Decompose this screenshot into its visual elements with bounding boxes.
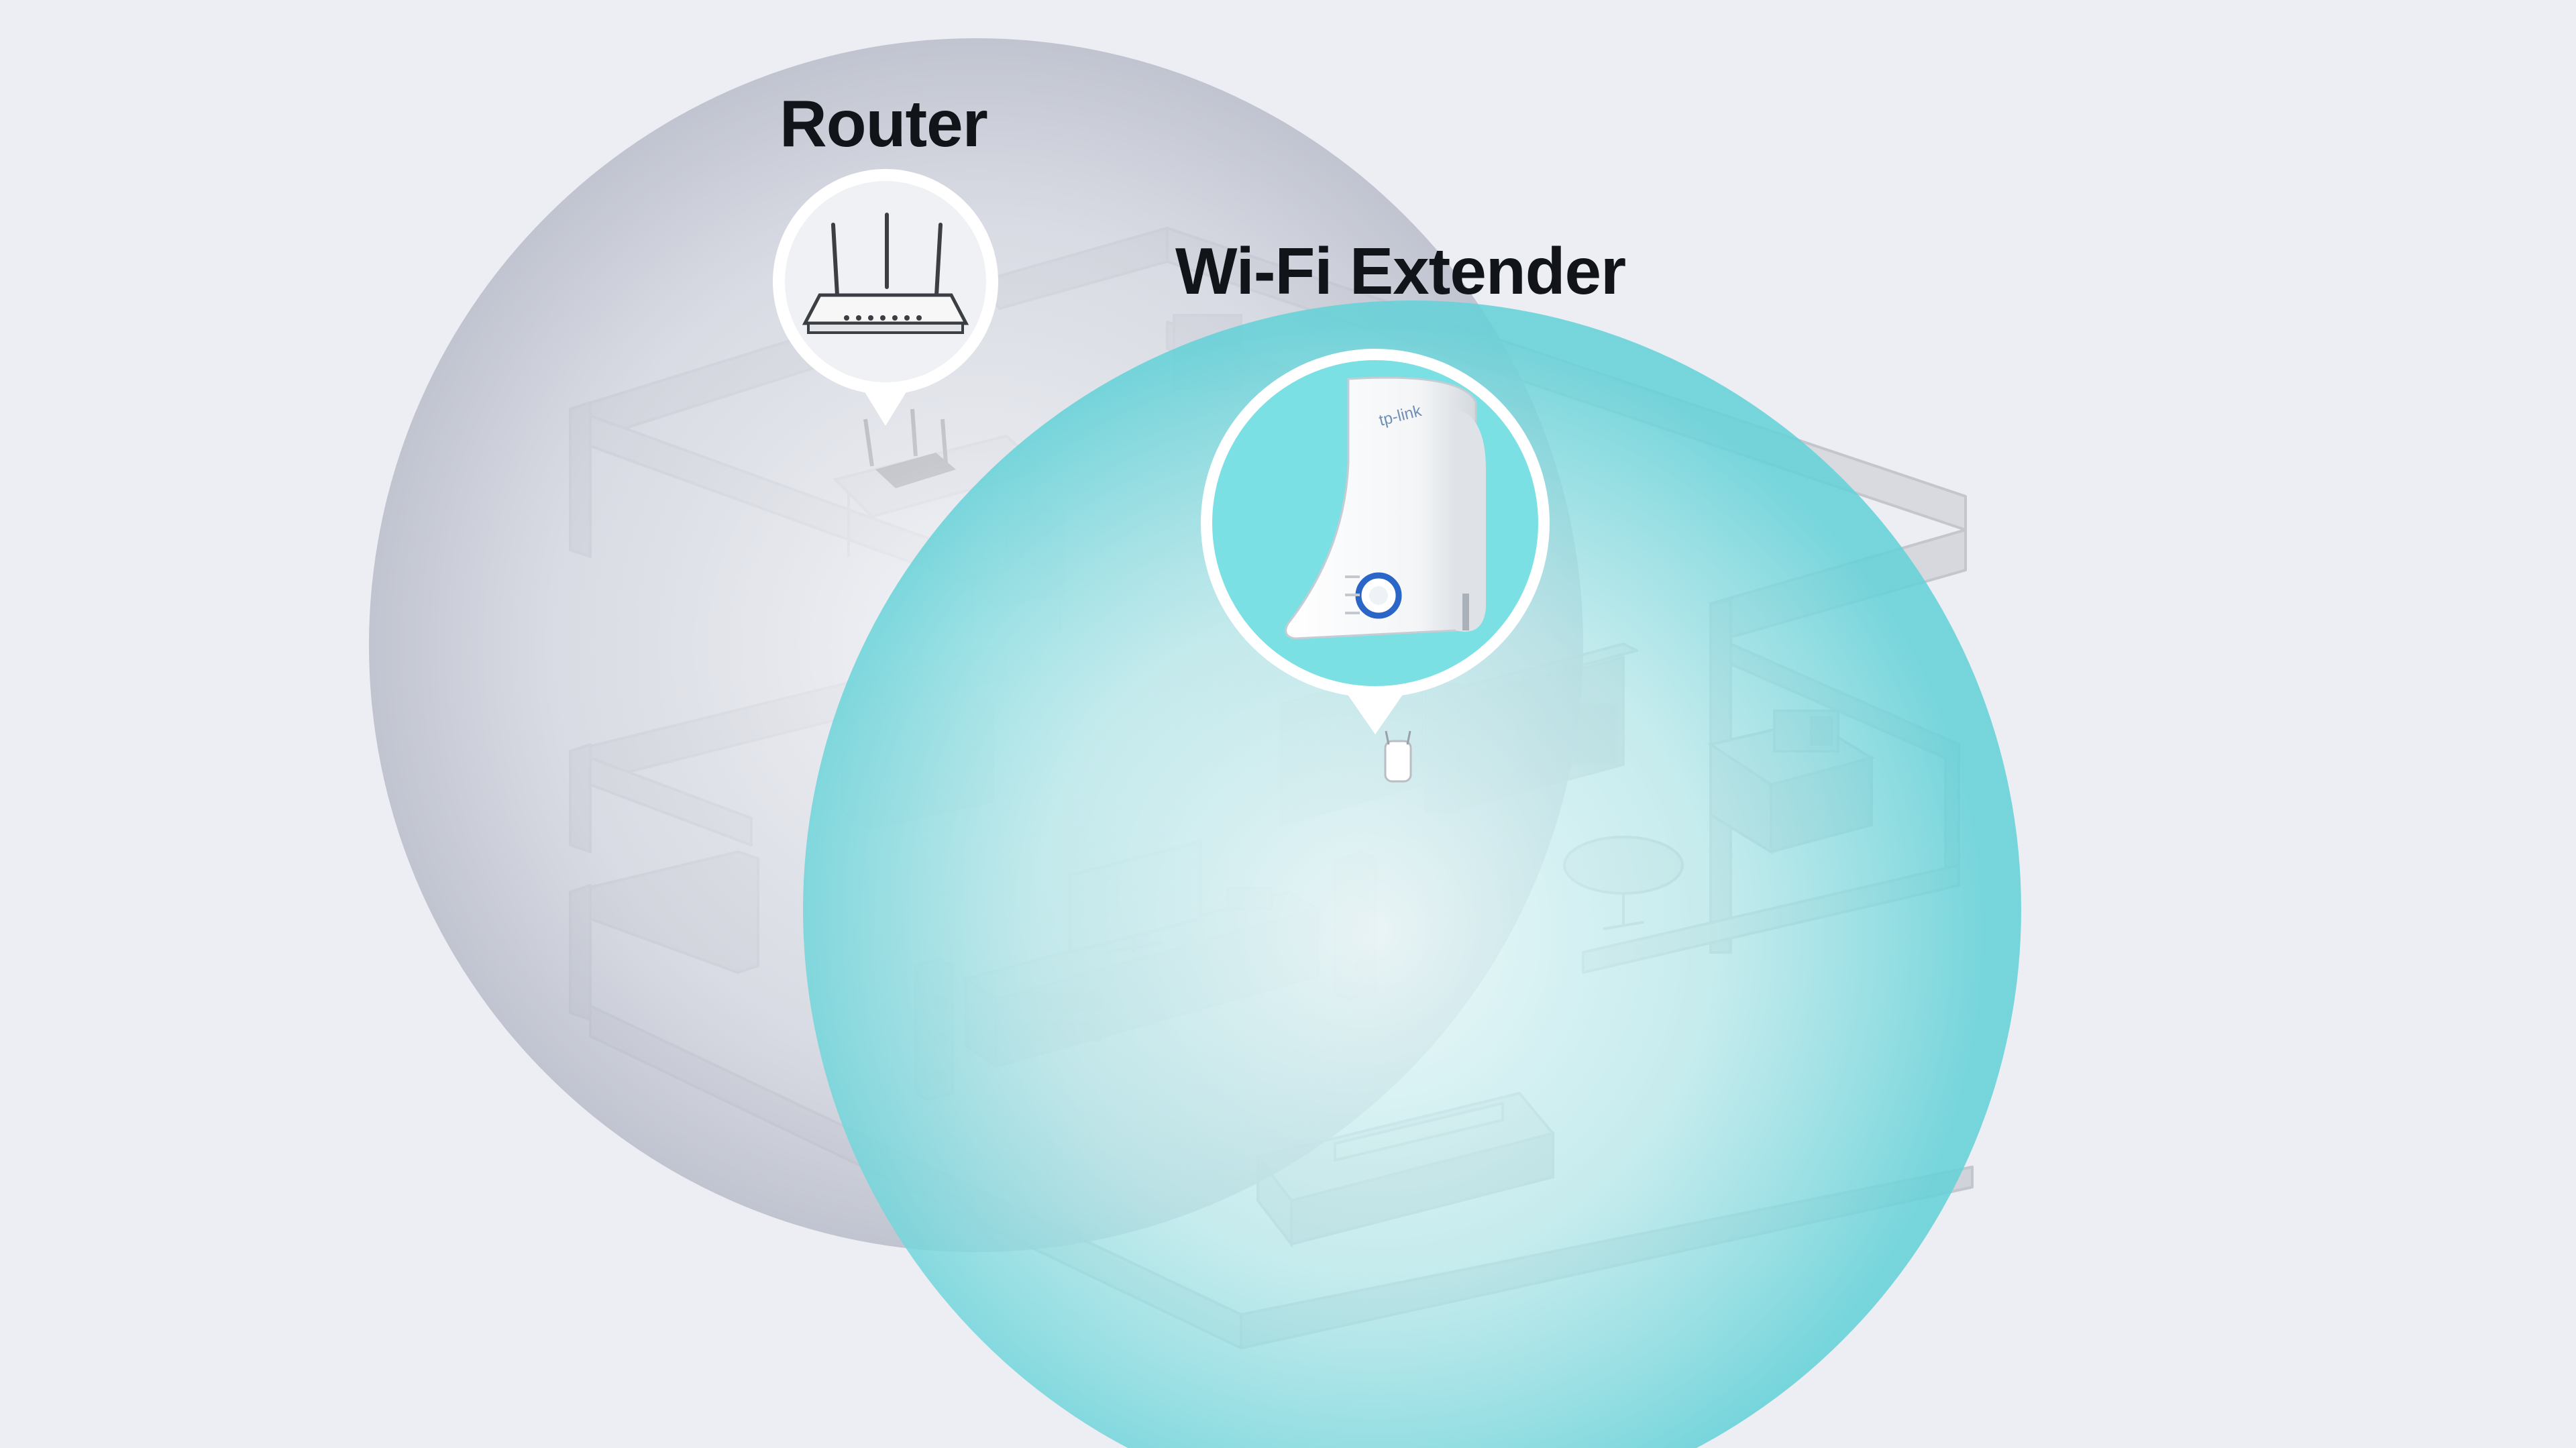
extender-coverage-area [803, 300, 2021, 1448]
wifi-extender-label: Wi-Fi Extender [1175, 234, 1626, 308]
router-icon [831, 213, 943, 297]
extender-callout: tp-link [1201, 349, 1550, 734]
router-label: Router [780, 87, 988, 160]
wall-plug-icon [1462, 594, 1469, 630]
wifi-extender-icon: tp-link [1285, 376, 1486, 640]
wifi-extender-icon-small [1384, 730, 1412, 783]
router-callout [773, 169, 998, 426]
